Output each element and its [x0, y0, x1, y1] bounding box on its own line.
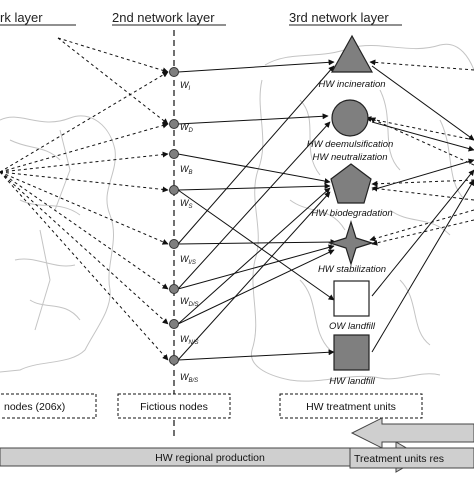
right-map-outline: [250, 43, 474, 382]
second-layer-box: Fictious nodes: [117, 393, 231, 419]
fictitious-node: WB/S: [169, 355, 198, 384]
svg-text:WI/S: WI/S: [180, 254, 196, 266]
left-map-outline: [0, 115, 116, 373]
treatment-arrow-label: Treatment units res: [354, 453, 444, 465]
fictitious-node: WI: [169, 67, 191, 92]
svg-text:WS: WS: [180, 198, 193, 210]
first-to-second-links: [0, 37, 169, 361]
right-outgoing-links: [371, 65, 474, 353]
right-incoming-links: [365, 59, 474, 246]
svg-text:WD: WD: [180, 122, 194, 134]
unit-label: HW landfill: [329, 376, 375, 387]
biodegradation-pentagon-icon: [330, 163, 372, 204]
svg-text:HW treatment units: HW treatment units: [306, 401, 396, 413]
first-layer-title: rk layer: [0, 10, 43, 25]
unit-label: HW stabilization: [318, 264, 386, 275]
unit-label: HW biodegradation: [311, 208, 392, 219]
unit-label: HW neutralization: [313, 152, 388, 163]
second-layer-title: 2nd network layer: [112, 10, 215, 25]
svg-text:WD/S: WD/S: [180, 296, 199, 308]
third-layer-box: HW treatment units: [279, 393, 423, 419]
production-arrow-label: HW regional production: [155, 452, 265, 464]
unit-label: OW landfill: [329, 321, 376, 332]
deemulsification-circle-icon: [331, 99, 369, 137]
fictitious-node: WD: [169, 119, 194, 134]
second-to-third-links: [177, 59, 337, 361]
third-layer-title: 3rd network layer: [289, 10, 389, 25]
svg-text:WB: WB: [180, 164, 193, 176]
fictitious-node: WI/S: [169, 239, 196, 266]
treatment-arrow: Treatment units res: [349, 417, 474, 469]
first-layer-box: nodes (206x): [0, 393, 97, 419]
hw-landfill-gray-square-icon: [333, 334, 370, 371]
treatment-unit-labels: HW incineration HW deemulsification HW n…: [307, 79, 394, 387]
fictitious-node: WD/S: [169, 284, 199, 308]
svg-text:WN/S: WN/S: [180, 334, 199, 346]
unit-label: HW deemulsification: [307, 139, 394, 150]
unit-label: HW incineration: [318, 79, 385, 90]
fictitious-node: WN/S: [169, 319, 199, 346]
fictitious-node: WS: [169, 185, 193, 210]
ow-landfill-white-square-icon: [333, 280, 370, 317]
stabilization-star-icon: [327, 219, 375, 267]
treatment-unit-shapes: [327, 34, 375, 371]
fictitious-node: WB: [169, 149, 193, 176]
svg-text:WB/S: WB/S: [180, 372, 198, 384]
svg-text:nodes (206x): nodes (206x): [4, 401, 65, 413]
svg-text:WI: WI: [180, 80, 191, 92]
svg-text:Fictious nodes: Fictious nodes: [140, 401, 208, 413]
fictitious-node-list: WI WD WB WS WI/S WD/S WN/S WB/S: [169, 67, 199, 384]
incineration-triangle-icon: [330, 34, 374, 73]
